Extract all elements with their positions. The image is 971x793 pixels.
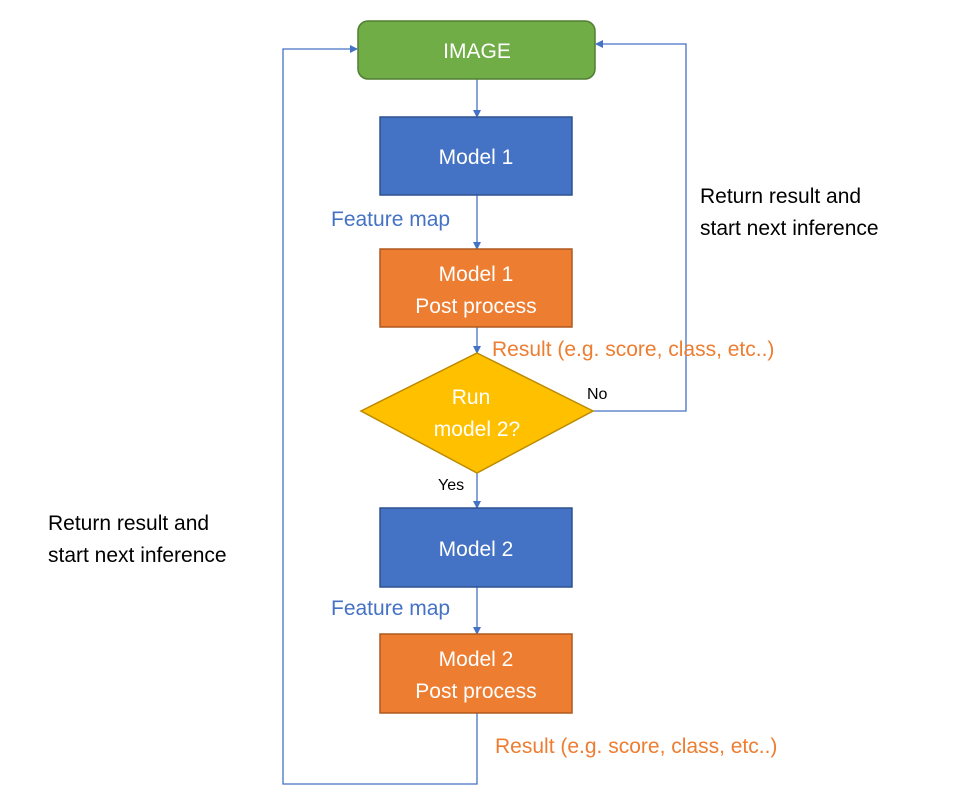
decision-node — [359, 352, 595, 474]
no-label: No — [587, 386, 608, 403]
model1-post-node — [379, 248, 573, 328]
model2-node — [379, 507, 573, 588]
result-label-1: Result (e.g. score, class, etc..) — [492, 338, 774, 361]
right-note-line2: start next inference — [700, 217, 879, 240]
right-note-line1: Return result and — [700, 185, 861, 208]
model1-node — [379, 116, 573, 196]
model1-post-line2: Post process — [415, 295, 536, 318]
model2-post-line2: Post process — [415, 680, 536, 703]
model2-node-label: Model 2 — [439, 538, 514, 561]
feature-map-label-1: Feature map — [331, 208, 450, 231]
image-node — [357, 20, 596, 80]
arrow-final-loop-to-image — [282, 45, 478, 785]
yes-label: Yes — [438, 477, 464, 494]
feature-map-label-2: Feature map — [331, 597, 450, 620]
decision-line2: model 2? — [434, 418, 520, 441]
model2-post-line1: Model 2 — [439, 648, 514, 671]
left-note-line1: Return result and — [48, 512, 209, 535]
arrow-no-loop-to-image — [593, 40, 687, 412]
decision-line1: Run — [452, 386, 491, 409]
result-label-2: Result (e.g. score, class, etc..) — [495, 735, 777, 758]
image-node-label: IMAGE — [443, 40, 511, 63]
model1-post-line1: Model 1 — [439, 263, 514, 286]
model1-node-label: Model 1 — [439, 146, 514, 169]
left-note-line2: start next inference — [48, 544, 227, 567]
model2-post-node — [379, 633, 573, 714]
